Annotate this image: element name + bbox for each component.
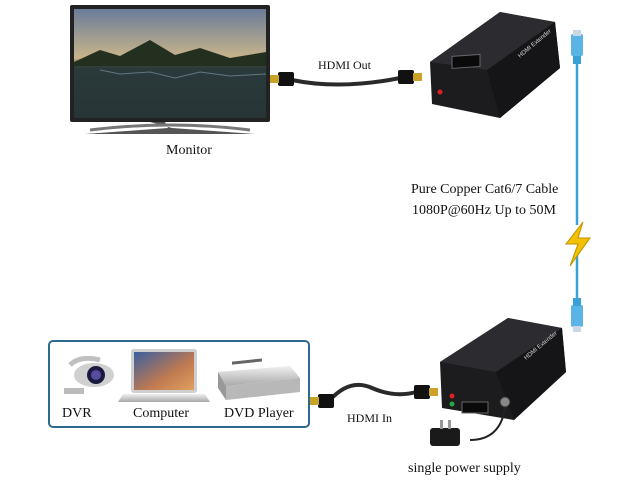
power-supply-label: single power supply	[408, 461, 521, 476]
rj45-plug-icon-top	[571, 30, 583, 64]
monitor-icon	[70, 5, 270, 134]
dvr-label: DVR	[62, 406, 92, 421]
dvd-player-label: DVD Player	[224, 406, 294, 421]
lan-cable	[564, 30, 591, 332]
cable-spec-line2: 1080P@60Hz Up to 50M	[412, 203, 556, 218]
hdmi-out-label: HDMI Out	[318, 58, 371, 72]
dvd-player-icon	[218, 358, 300, 400]
laptop-icon	[118, 349, 210, 402]
dvr-camera-icon	[64, 355, 114, 394]
extender-device-top: HDMI Extender	[430, 12, 560, 118]
hdmi-out-cable	[270, 70, 422, 87]
extender-device-bottom: HDMI Extender	[440, 318, 566, 420]
cable-spec-line1: Pure Copper Cat6/7 Cable	[411, 182, 559, 197]
rj45-plug-icon-bottom	[571, 298, 583, 332]
power-adapter-icon	[430, 407, 506, 446]
lightning-icon	[564, 221, 591, 267]
monitor-label: Monitor	[166, 143, 212, 158]
source-devices-frame	[48, 340, 310, 428]
hdmi-in-cable	[310, 383, 438, 408]
hdmi-in-label: HDMI In	[347, 411, 392, 425]
computer-label: Computer	[133, 406, 189, 421]
